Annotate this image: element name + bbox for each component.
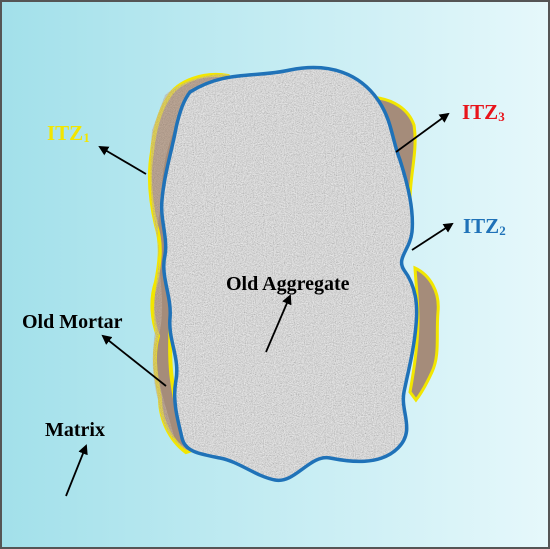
label-matrix: Matrix bbox=[45, 419, 105, 441]
arrow-itz1 bbox=[98, 145, 147, 175]
label-itz1: ITZ1 bbox=[47, 121, 90, 146]
label-itz1-text: ITZ bbox=[47, 121, 84, 145]
old-aggregate-particle bbox=[159, 65, 419, 482]
arrow-old-aggregate bbox=[265, 294, 292, 353]
label-itz2-sub: 2 bbox=[499, 223, 506, 239]
annotation-arrows bbox=[65, 112, 454, 497]
arrow-itz3 bbox=[395, 112, 450, 153]
arrow-old-mortar bbox=[101, 334, 167, 387]
label-itz1-sub: 1 bbox=[83, 130, 90, 146]
arrow-matrix bbox=[65, 444, 88, 497]
label-itz3-text: ITZ bbox=[462, 100, 499, 124]
arrow-itz2 bbox=[411, 222, 454, 251]
label-itz3: ITZ3 bbox=[462, 100, 505, 125]
label-itz3-sub: 3 bbox=[498, 109, 505, 125]
label-itz2: ITZ2 bbox=[463, 214, 506, 239]
label-old-mortar: Old Mortar bbox=[22, 311, 123, 333]
label-itz2-text: ITZ bbox=[463, 214, 500, 238]
itz2-boundary bbox=[159, 65, 419, 482]
label-old-aggregate: Old Aggregate bbox=[226, 273, 350, 295]
